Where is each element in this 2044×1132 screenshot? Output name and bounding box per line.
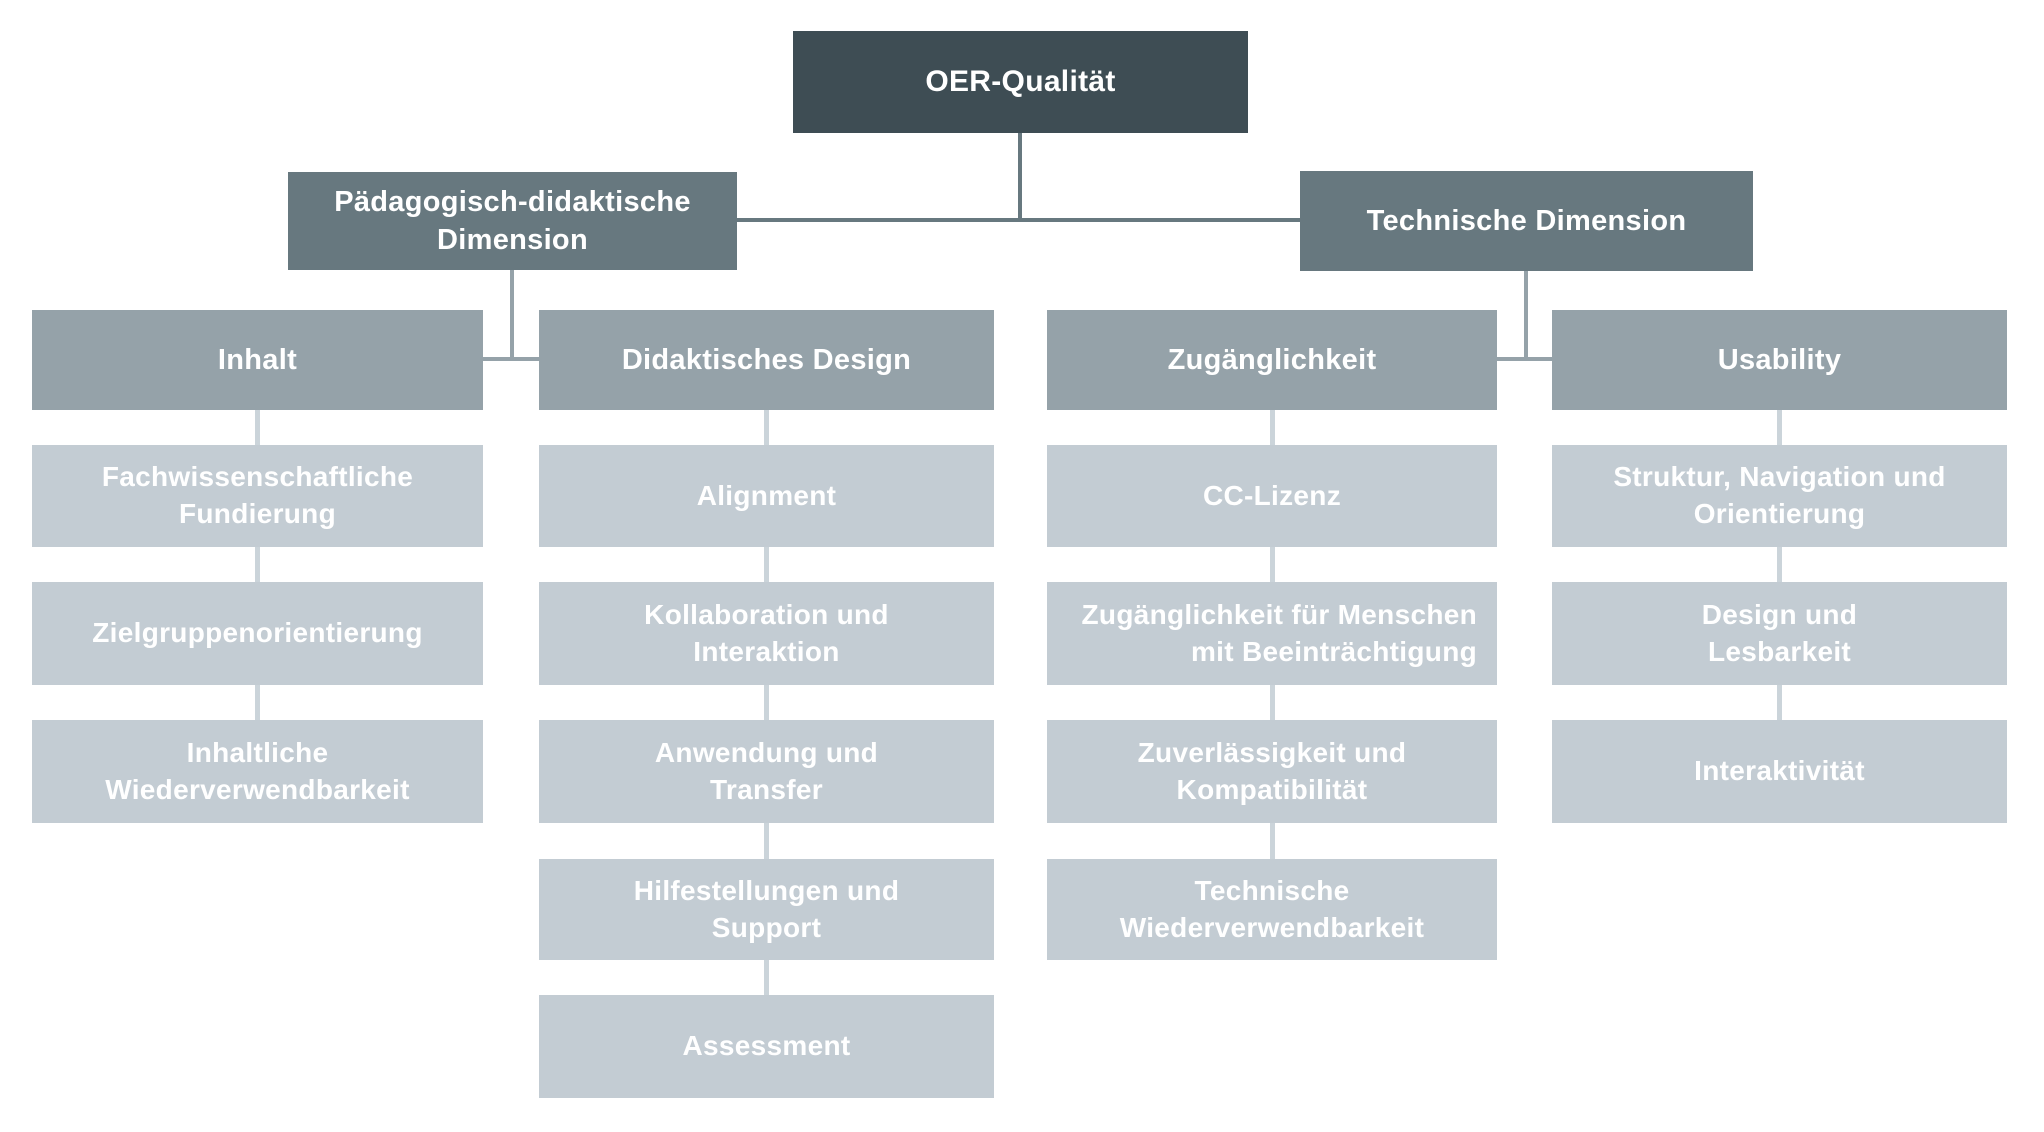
connector-dim-left-tee <box>483 357 539 361</box>
connector-col2-seg4 <box>764 823 769 859</box>
node-inhaltliche-wiederverwendbarkeit: Inhaltliche Wiederverwendbarkeit <box>32 720 483 823</box>
node-zielgruppenorientierung: Zielgruppenorientierung <box>32 582 483 685</box>
node-kollaboration-und-interaktion: Kollaboration und Interaktion <box>539 582 994 685</box>
connector-col2-seg1 <box>764 410 769 445</box>
node-fachwissenschaftliche-fundierung: Fachwissenschaftliche Fundierung <box>32 445 483 547</box>
node-technische-wiederverwendbarkeit: Technische Wiederverwendbarkeit <box>1047 859 1497 960</box>
connector-col3-seg2 <box>1270 547 1275 582</box>
node-alignment: Alignment <box>539 445 994 547</box>
connector-col4-seg3 <box>1777 685 1782 720</box>
node-oer-qualitaet: OER-Qualität <box>793 31 1248 133</box>
connector-col1-seg1 <box>255 410 260 445</box>
node-cc-lizenz: CC-Lizenz <box>1047 445 1497 547</box>
node-paedagogisch-didaktische-dimension: Pädagogisch-didaktische Dimension <box>288 172 737 270</box>
node-usability: Usability <box>1552 310 2007 410</box>
connector-root-horizontal <box>737 218 1300 222</box>
node-zuverlaessigkeit-und-kompatibilitaet: Zuverlässigkeit und Kompatibilität <box>1047 720 1497 823</box>
node-didaktisches-design: Didaktisches Design <box>539 310 994 410</box>
node-technische-dimension: Technische Dimension <box>1300 171 1753 271</box>
connector-dim-right-tee <box>1497 357 1552 361</box>
node-anwendung-und-transfer: Anwendung und Transfer <box>539 720 994 823</box>
connector-col4-seg2 <box>1777 547 1782 582</box>
connector-dim-right-vertical <box>1524 271 1528 361</box>
connector-col3-seg1 <box>1270 410 1275 445</box>
node-zugaenglichkeit: Zugänglichkeit <box>1047 310 1497 410</box>
connector-col3-seg3 <box>1270 685 1275 720</box>
connector-col2-seg2 <box>764 547 769 582</box>
node-assessment: Assessment <box>539 995 994 1098</box>
node-design-und-lesbarkeit: Design und Lesbarkeit <box>1552 582 2007 685</box>
node-inhalt: Inhalt <box>32 310 483 410</box>
node-struktur-navigation-orientierung: Struktur, Navigation und Orientierung <box>1552 445 2007 547</box>
node-zugaenglichkeit-fuer-menschen: Zugänglichkeit für Menschen mit Beeinträ… <box>1047 582 1497 685</box>
connector-root-vertical <box>1018 133 1022 222</box>
node-interaktivitaet: Interaktivität <box>1552 720 2007 823</box>
connector-col3-seg4 <box>1270 823 1275 859</box>
connector-col4-seg1 <box>1777 410 1782 445</box>
node-hilfestellungen-und-support: Hilfestellungen und Support <box>539 859 994 960</box>
connector-dim-left-vertical <box>510 270 514 361</box>
connector-col2-seg5 <box>764 960 769 995</box>
connector-col2-seg3 <box>764 685 769 720</box>
connector-col1-seg3 <box>255 685 260 720</box>
connector-col1-seg2 <box>255 547 260 582</box>
